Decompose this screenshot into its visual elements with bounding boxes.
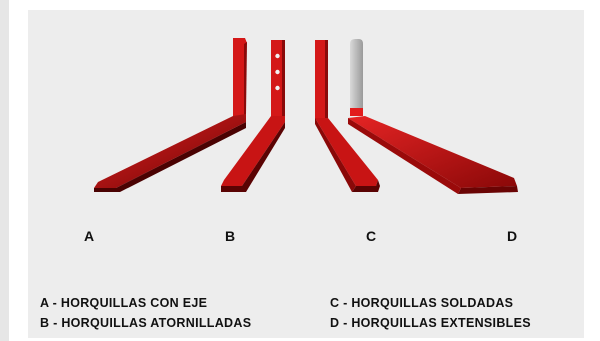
left-divider [0,0,9,341]
legend-a: A - HORQUILLAS CON EJE [40,296,208,310]
legend-d: D - HORQUILLAS EXTENSIBLES [330,316,531,330]
forks-illustration [94,38,518,194]
legend-b: B - HORQUILLAS ATORNILLADAS [40,316,252,330]
label-c: C [366,228,377,244]
fork-types-figure: A B C D A - HORQUILLAS CON EJE B - HORQU… [28,10,584,338]
label-b: B [225,228,236,244]
fork-a-shape [94,38,247,192]
legend-c: C - HORQUILLAS SOLDADAS [330,296,514,310]
fork-b-shape [221,40,285,192]
label-a: A [84,228,95,244]
fork-d-shape [348,39,518,194]
label-d: D [507,228,518,244]
fork-c-shape [315,40,380,192]
